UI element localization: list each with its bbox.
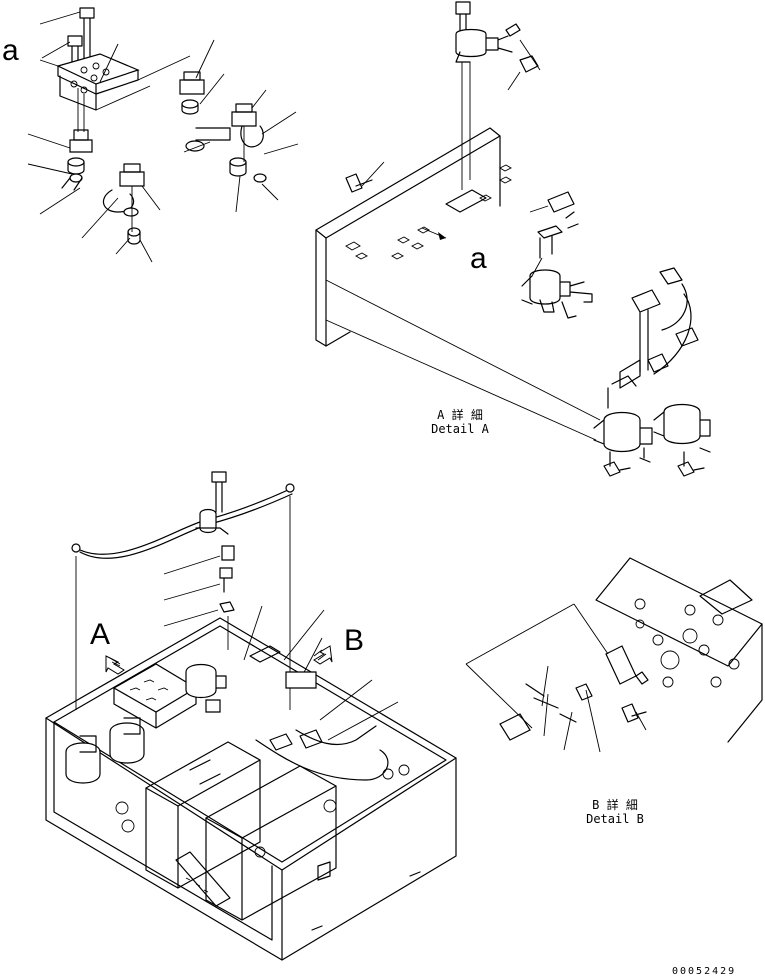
detail-a-caption-en: Detail A [431, 422, 489, 436]
view-label-A: A [90, 618, 111, 651]
view-label-B: B [344, 624, 365, 657]
detail-b-caption-jp: B 詳 細 [592, 798, 638, 812]
relay-bracket-exploded [27, 7, 299, 263]
detail-a-caption: A 詳 細 Detail A [420, 408, 500, 436]
detail-b-caption: B 詳 細 Detail B [580, 798, 650, 826]
detail-a-assembly [315, 1, 711, 477]
detail-b-assembly [465, 557, 763, 753]
view-marker-a-detail: a [470, 242, 487, 275]
detail-b-caption-en: Detail B [586, 812, 644, 826]
detail-a-caption-jp: A 詳 細 [437, 408, 483, 422]
battery-box-assembly [45, 471, 457, 961]
view-marker-a: a [2, 34, 19, 67]
drawing-number: 00052429 [672, 966, 737, 977]
